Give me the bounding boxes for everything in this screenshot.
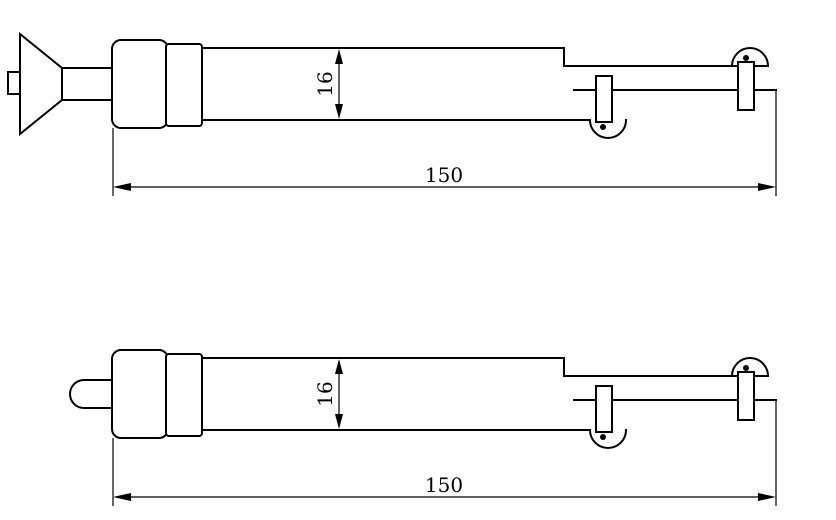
pin-left-arc <box>588 118 628 139</box>
round-knob <box>69 379 115 409</box>
diameter-arrow-bottom <box>335 104 343 119</box>
pin-left <box>595 385 613 433</box>
pin-right-arc <box>730 357 770 378</box>
diameter-label: 16 <box>313 71 337 96</box>
tube-body <box>201 357 767 377</box>
diameter-arrow-top <box>335 49 343 64</box>
handle-collar <box>165 43 203 127</box>
pin-left-arc <box>588 428 628 449</box>
diameter-arrow-top <box>335 359 343 374</box>
cup-nub <box>7 71 21 95</box>
tube-body <box>201 47 767 67</box>
diameter-arrow-bottom <box>335 414 343 429</box>
handle-grip <box>111 349 169 439</box>
length-label: 150 <box>425 163 463 187</box>
pin-left-dot <box>600 434 606 440</box>
handle-collar <box>165 353 203 437</box>
length-arrow-left <box>113 183 131 191</box>
length-arrow-right <box>758 493 776 501</box>
pin-right <box>737 371 755 421</box>
pin-left <box>595 75 613 123</box>
length-arrow-right <box>758 183 776 191</box>
connecting-rod <box>61 67 115 101</box>
length-arrow-left <box>113 493 131 501</box>
handle-grip <box>111 39 169 129</box>
diameter-label: 16 <box>313 381 337 406</box>
bottom-assembly: 16 150 <box>69 349 777 506</box>
pin-right-dot <box>743 365 749 371</box>
top-assembly: 16 150 <box>7 31 777 196</box>
length-label: 150 <box>425 473 463 497</box>
pin-right <box>737 61 755 111</box>
pin-right-dot <box>743 55 749 61</box>
suction-cup <box>19 31 63 137</box>
pin-left-dot <box>600 124 606 130</box>
pin-right-arc <box>730 47 770 68</box>
